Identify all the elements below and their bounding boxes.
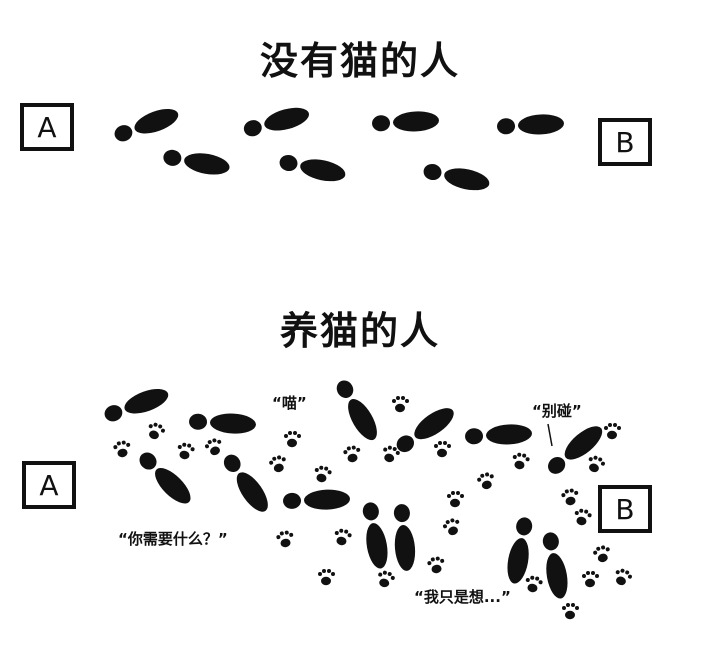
paw-print	[112, 439, 133, 459]
paw-print	[604, 423, 621, 440]
shoe-print	[218, 450, 274, 517]
speech-tail	[547, 423, 553, 447]
paw-print	[342, 444, 363, 464]
paw-print	[426, 555, 447, 575]
paw-print	[175, 441, 196, 461]
paw-print	[312, 464, 333, 484]
quote-meow: “喵”	[272, 394, 307, 412]
shoe-print	[241, 103, 312, 141]
paw-print	[572, 507, 593, 527]
paw-print	[447, 491, 464, 508]
paw-print	[562, 603, 579, 620]
shoe-print	[539, 530, 571, 601]
shoe-print	[188, 411, 257, 435]
shoe-print	[111, 103, 182, 146]
paw-print	[510, 451, 531, 471]
paw-print	[267, 453, 289, 475]
paw-print	[582, 571, 599, 588]
shoe-print	[359, 500, 391, 571]
shoe-print	[504, 515, 536, 586]
paw-print	[145, 420, 167, 442]
paw-print	[275, 529, 296, 549]
paw-print	[475, 470, 497, 492]
shoe-print	[391, 503, 417, 572]
quote-dont-touch: “别碰”	[532, 402, 582, 420]
paw-print	[441, 516, 463, 538]
paw-print	[318, 569, 335, 586]
top-end-box-b: B	[598, 118, 652, 166]
paw-print	[591, 543, 613, 565]
quote-just-want: “我只是想...”	[414, 588, 511, 606]
shoe-print	[101, 383, 172, 426]
paw-print	[585, 453, 607, 475]
paw-print	[612, 566, 634, 588]
paw-print	[523, 574, 544, 594]
paw-print	[203, 436, 225, 458]
title-with-cat: 养猫的人	[279, 309, 440, 353]
shoe-print	[161, 146, 232, 178]
shoe-print	[464, 423, 533, 447]
paw-print	[284, 431, 301, 448]
bottom-start-box-a: A	[22, 461, 76, 509]
top-footprints	[111, 103, 565, 194]
bottom-shoe-prints	[101, 376, 608, 601]
shoe-print	[371, 110, 440, 134]
paw-print	[434, 441, 451, 458]
shoe-print	[282, 488, 351, 512]
shoe-print	[277, 151, 348, 185]
title-no-cat: 没有猫的人	[259, 39, 460, 83]
paw-print	[332, 527, 353, 547]
paw-print	[392, 396, 409, 413]
shoe-print	[331, 376, 383, 445]
shoe-print	[496, 113, 565, 137]
paw-print	[375, 569, 397, 590]
shoe-print	[421, 160, 492, 194]
paw-print	[560, 487, 581, 507]
top-start-box-a: A	[20, 103, 74, 151]
bottom-end-box-b: B	[598, 485, 652, 533]
quote-what-need: “你需要什么？”	[118, 530, 228, 548]
